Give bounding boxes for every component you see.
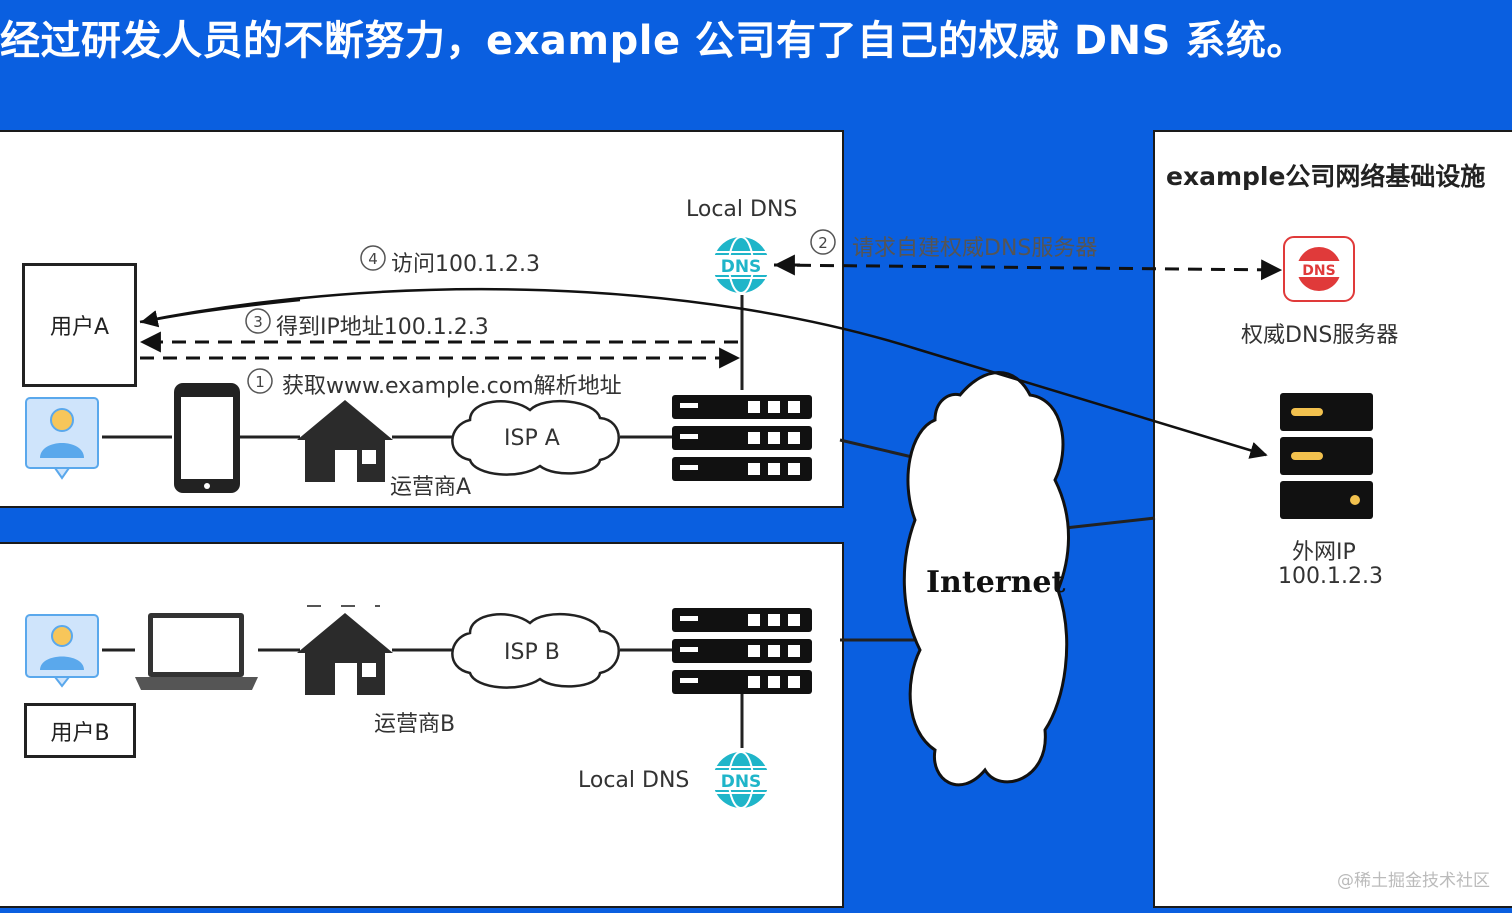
laptop-icon (135, 613, 258, 690)
local-dns-server-a (672, 395, 812, 481)
user-a-box: 用户A (22, 263, 137, 387)
local-dns-label-top: Local DNS (686, 197, 798, 222)
phone-icon (174, 383, 240, 493)
isp-b-cloud (451, 612, 620, 689)
house-a-icon (297, 400, 393, 482)
dns-globe-icon-bottom: DNS (708, 751, 774, 809)
isp-b-label: ISP B (504, 640, 560, 665)
svg-text:DNS: DNS (1302, 263, 1335, 279)
carrier-b-label: 运营商B (374, 712, 456, 737)
step3-label: 得到IP地址100.1.2.3 (276, 315, 489, 340)
step3-number: 3 (253, 313, 263, 331)
internet-cloud (902, 371, 1070, 787)
step4-back-arrow (140, 298, 301, 328)
dns-globe-icon-top: DNS (708, 236, 774, 294)
auth-dns-label: 权威DNS服务器 (1241, 323, 1399, 348)
page-title: 经过研发人员的不断努力，example 公司有了自己的权威 DNS 系统。 (0, 18, 1307, 64)
step1-label: 获取www.example.com解析地址 (282, 374, 622, 399)
step4-number: 4 (368, 250, 378, 268)
internet-label: Internet (926, 565, 1066, 600)
external-ip-label: 外网IP (1292, 540, 1356, 565)
svg-text:DNS: DNS (721, 257, 762, 277)
external-ip-value: 100.1.2.3 (1278, 564, 1383, 589)
step-number-badges (245, 229, 836, 394)
isp-a-cloud (451, 399, 620, 476)
external-ip-server (1280, 393, 1373, 519)
svg-text:DNS: DNS (721, 772, 762, 792)
carrier-a-label: 运营商A (390, 475, 472, 500)
step4-arrow (139, 287, 1268, 459)
local-dns-server-b (672, 608, 812, 694)
row-b-links (102, 516, 1156, 748)
watermark: @稀土掘金技术社区 (1337, 871, 1490, 891)
auth-dns-icon: DNS (1283, 236, 1355, 302)
carrier-b-panel (0, 542, 844, 908)
house-b-icon (297, 613, 393, 695)
step2-number: 2 (818, 234, 828, 252)
step4-label: 访问100.1.2.3 (391, 252, 540, 277)
infra-title: example公司网络基础设施 (1166, 162, 1486, 191)
row-a-links (102, 295, 926, 462)
step2-label: 请求自建权威DNS服务器 (852, 236, 1098, 261)
user-b-icon (25, 614, 99, 688)
isp-a-label: ISP A (504, 426, 560, 451)
step1-number: 1 (255, 373, 265, 391)
local-dns-label-bottom: Local DNS (578, 768, 690, 793)
user-b-box: 用户B (24, 703, 136, 758)
step2-arrow (773, 259, 1283, 281)
user-a-icon (25, 397, 99, 480)
